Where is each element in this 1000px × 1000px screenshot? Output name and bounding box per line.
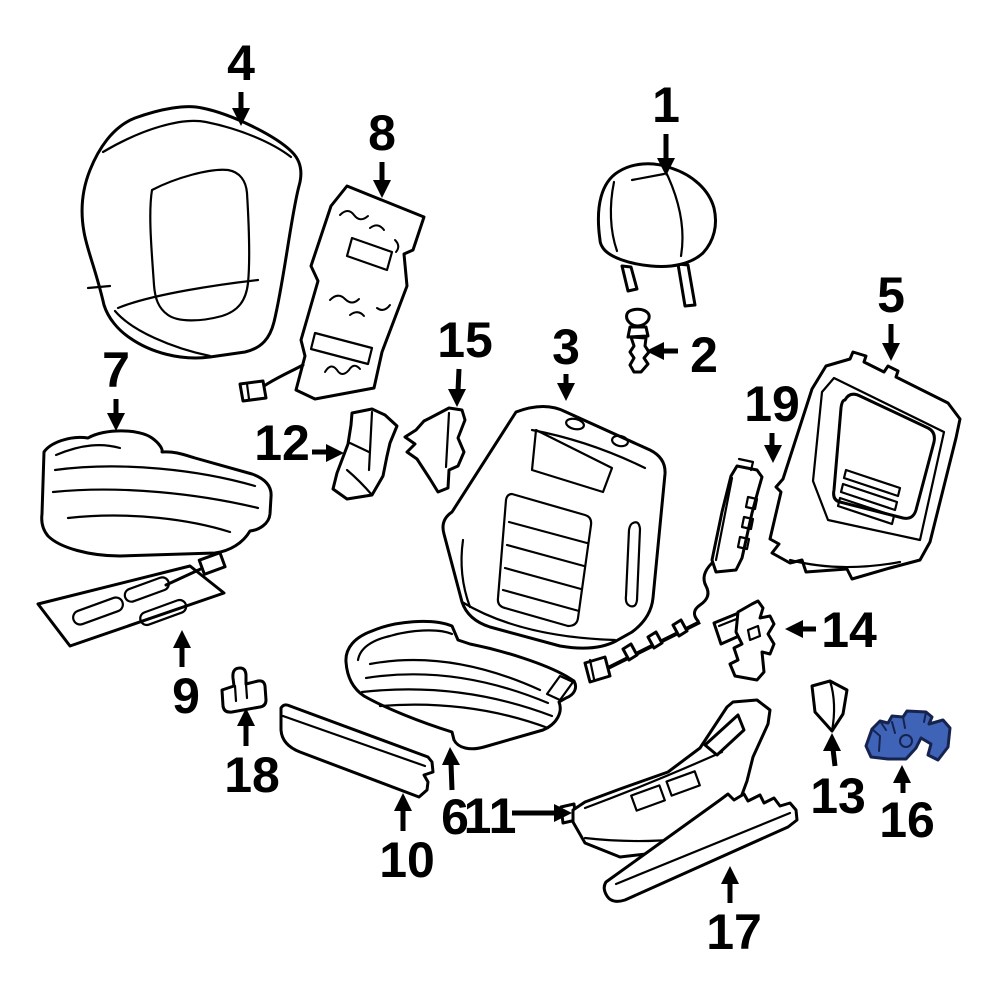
part-5-seat-back-frame	[768, 350, 962, 581]
callout-8-label: 8	[368, 105, 396, 161]
callout-12-label: 12	[254, 415, 310, 471]
callout-13-label: 13	[810, 768, 866, 824]
callout-3-arrow	[557, 383, 575, 401]
part-1-headrest	[596, 162, 718, 308]
part-16-highlighted-cover	[864, 709, 952, 762]
part-9-seat-cushion-heater	[36, 551, 227, 648]
part-12-recliner-cover	[331, 407, 399, 501]
callout-8-arrow	[373, 180, 391, 198]
callout-18: 18	[224, 708, 280, 803]
callout-4-arrow	[232, 108, 250, 126]
callout-10-arrow	[394, 793, 412, 811]
callout-2: 2	[646, 327, 718, 383]
callout-5-label: 5	[877, 267, 905, 323]
callout-17-label: 17	[706, 904, 762, 960]
callout-9-label: 9	[172, 668, 200, 724]
callout-6-label: 6	[441, 789, 469, 845]
callout-19-arrow	[764, 445, 782, 463]
callout-15: 15	[437, 312, 493, 407]
callout-10: 10	[379, 793, 435, 888]
part-4-seat-back-pad	[80, 105, 303, 360]
callout-7-label: 7	[102, 342, 130, 398]
callout-16-arrow	[893, 765, 911, 783]
callout-3: 3	[552, 319, 580, 401]
callout-19: 19	[744, 376, 800, 463]
callout-4: 4	[227, 35, 255, 126]
callout-8: 8	[368, 105, 396, 198]
callout-12-arrow	[326, 444, 344, 462]
part-6-seat-cushion-cover	[344, 619, 578, 751]
callout-2-arrow	[646, 342, 664, 360]
part-17-rail-trim	[602, 792, 799, 903]
callout-14: 14	[785, 602, 877, 658]
callout-5: 5	[877, 267, 905, 361]
callout-19-label: 19	[744, 376, 800, 432]
part-15-side-bracket	[403, 406, 467, 494]
part-18-clip	[220, 666, 268, 714]
part-2-headrest-guide	[625, 307, 651, 374]
part-7-seat-cushion-pad	[40, 429, 273, 558]
callout-7-arrow	[107, 413, 125, 431]
part-3-seat-back-cover	[441, 405, 701, 684]
callout-9-arrow	[173, 630, 191, 648]
callout-9: 9	[172, 630, 200, 724]
callout-17-arrow	[721, 866, 739, 884]
callout-13-arrow	[823, 733, 841, 751]
callout-2-label: 2	[690, 327, 718, 383]
callout-14-label: 14	[821, 602, 877, 658]
callout-15-label: 15	[437, 312, 493, 368]
callout-18-arrow	[237, 708, 255, 726]
callout-1-arrow	[657, 158, 675, 176]
callout-5-arrow	[882, 343, 900, 361]
callout-1: 1	[652, 77, 680, 176]
callout-11: 11	[464, 788, 572, 844]
callout-18-label: 18	[224, 747, 280, 803]
callout-16: 16	[879, 765, 935, 848]
callout-12: 12	[254, 415, 344, 471]
callout-14-arrow	[785, 620, 803, 638]
callout-15-arrow	[448, 389, 466, 407]
callout-6-arrow	[442, 747, 460, 765]
callout-3-label: 3	[552, 319, 580, 375]
part-8-seat-back-heater	[238, 184, 426, 403]
part-14-bracket	[712, 599, 776, 682]
callout-6: 6	[441, 747, 469, 845]
callout-4-label: 4	[227, 35, 255, 91]
callout-10-label: 10	[379, 832, 435, 888]
part-13-small-cover	[810, 679, 849, 733]
callout-7: 7	[102, 342, 130, 431]
callout-11-arrow	[554, 804, 572, 822]
callout-17: 17	[706, 866, 762, 960]
callout-16-label: 16	[879, 792, 935, 848]
part-19-side-module	[693, 457, 764, 623]
callout-11-label: 11	[464, 788, 517, 844]
callout-1-label: 1	[652, 77, 680, 133]
part-10-front-trim	[279, 703, 435, 799]
callout-13: 13	[810, 733, 866, 824]
